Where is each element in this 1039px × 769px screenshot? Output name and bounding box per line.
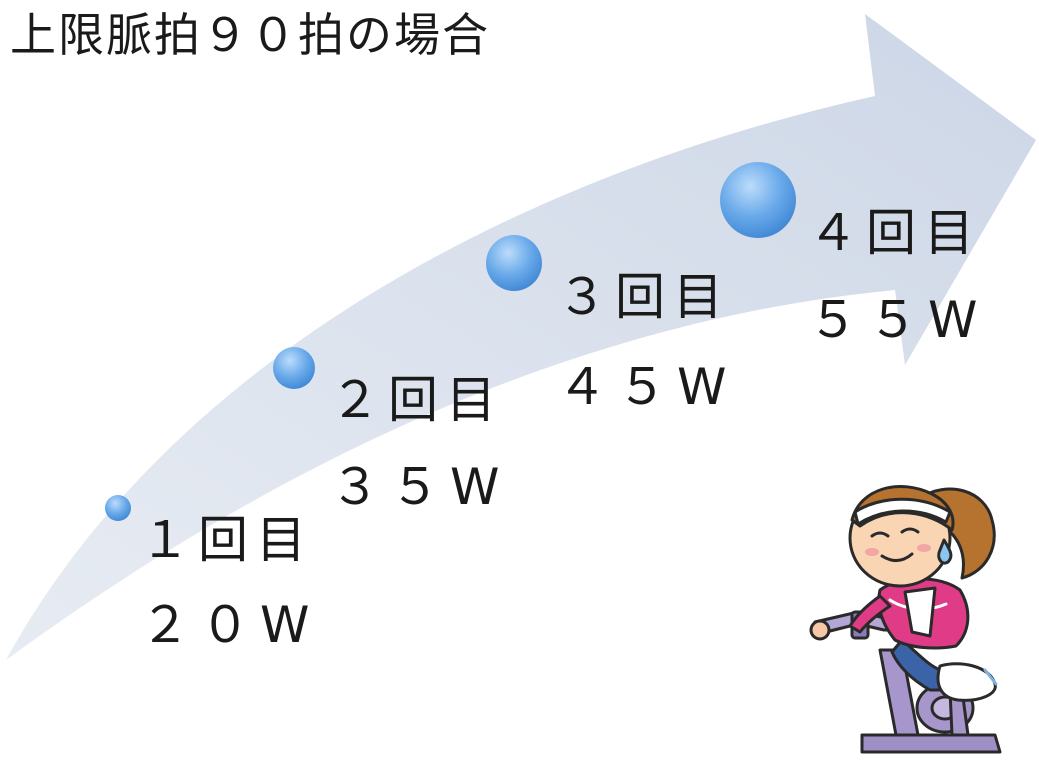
step-1-value: ２０W bbox=[140, 600, 319, 650]
step-1-label: １回目 bbox=[140, 515, 314, 565]
step-3-label: ３回目 bbox=[557, 272, 731, 322]
step-dot-1 bbox=[105, 495, 131, 521]
step-2-value: ３５W bbox=[330, 462, 509, 512]
step-dot-4 bbox=[720, 162, 796, 238]
step-dot-3 bbox=[486, 235, 542, 291]
step-4-label: ４回目 bbox=[808, 208, 982, 258]
step-3-value: ４５W bbox=[557, 362, 736, 412]
step-4-value: ５５W bbox=[808, 295, 987, 345]
exercise-bike-woman-illustration bbox=[811, 486, 1000, 752]
step-2-label: ２回目 bbox=[330, 375, 504, 425]
page-title: 上限脈拍９０拍の場合 bbox=[10, 12, 490, 58]
step-dot-2 bbox=[273, 347, 315, 389]
